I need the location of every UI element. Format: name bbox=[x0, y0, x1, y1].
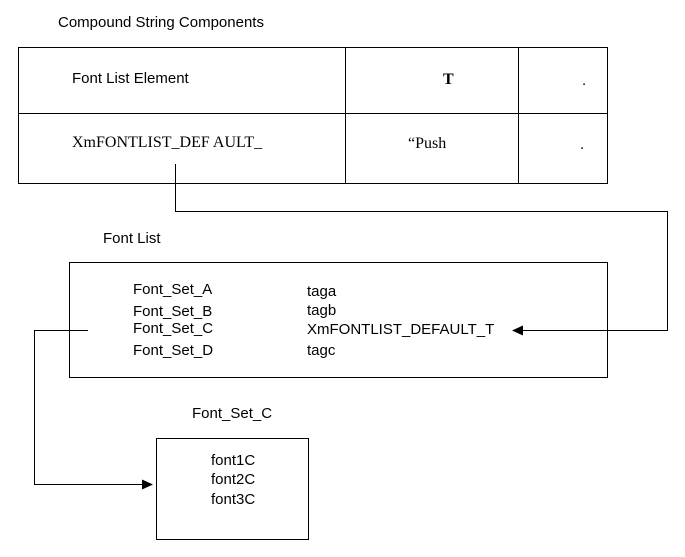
font-list-entry-tag: tagc bbox=[307, 342, 336, 359]
font-list-entry-tag: tagb bbox=[307, 302, 337, 319]
font-list-title: Font List bbox=[103, 230, 161, 247]
row2-col3-value: . bbox=[580, 136, 585, 153]
row1-col3-value: . bbox=[582, 72, 587, 89]
font-set-box bbox=[156, 438, 309, 540]
font-list-entry-name: Font_Set_B bbox=[133, 303, 213, 320]
compound-string-title: Compound String Components bbox=[58, 14, 264, 31]
compound-string-table bbox=[18, 47, 608, 184]
font-list-box bbox=[69, 262, 608, 378]
font-set-font: font3C bbox=[211, 491, 256, 508]
arrowhead-icon bbox=[512, 325, 523, 336]
default-tag-label: XmFONTLIST_DEF AULT_ bbox=[72, 134, 263, 151]
font-list-entry-name: Font_Set_A bbox=[133, 281, 213, 298]
font-set-font: font1C bbox=[211, 452, 256, 469]
font-list-element-label: Font List Element bbox=[72, 70, 189, 87]
font-set-font: font2C bbox=[211, 471, 256, 488]
font-list-entry-name: Font_Set_C bbox=[133, 320, 214, 337]
row1-col2-value: T bbox=[443, 71, 454, 88]
font-set-title: Font_Set_C bbox=[192, 405, 273, 422]
font-list-entry-tag: XmFONTLIST_DEFAULT_T bbox=[307, 321, 495, 338]
tag-match-connector bbox=[175, 164, 668, 331]
font-list-entry-tag: taga bbox=[307, 283, 337, 300]
font-set-connector bbox=[34, 330, 143, 485]
arrowhead-icon bbox=[142, 479, 153, 490]
row2-col2-value: “Push bbox=[408, 135, 447, 152]
font-list-entry-name: Font_Set_D bbox=[133, 342, 214, 359]
